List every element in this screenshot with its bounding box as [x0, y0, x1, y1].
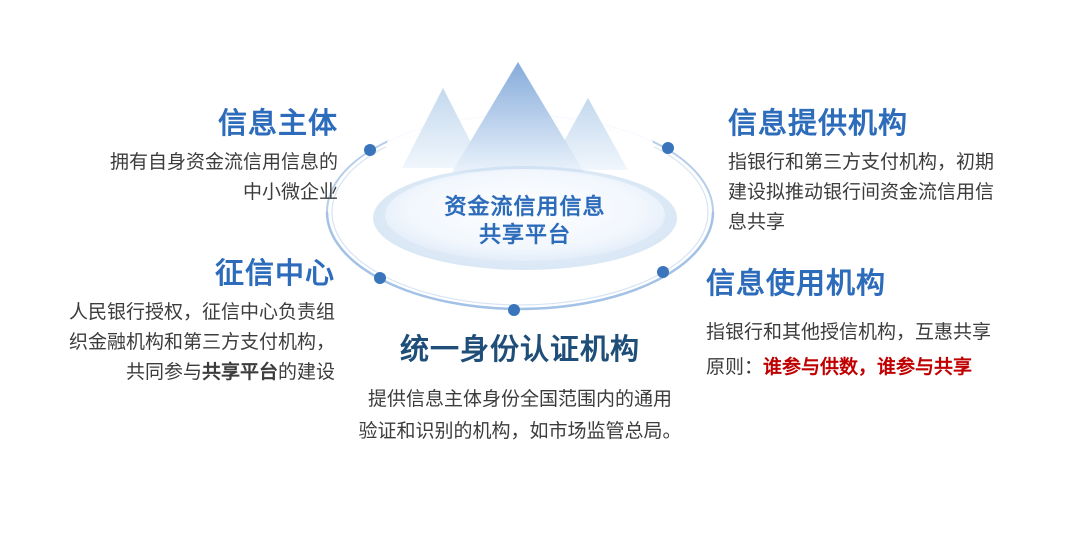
- info-user-line2-prefix: 原则：: [706, 357, 764, 378]
- credit-center-line: 人民银行授权，征信中心负责组: [68, 302, 335, 323]
- info-provider-heading: 信息提供机构: [728, 108, 909, 140]
- orbit-node-dot: [374, 272, 386, 284]
- center-graphic: [325, 62, 715, 316]
- info-user-line2-red: 谁参与供数，谁参与共享: [763, 357, 973, 378]
- platform-title: 资金流信用信息 共享平台: [395, 193, 655, 249]
- credit-center-heading: 征信中心: [214, 258, 335, 290]
- identity-auth-heading: 统一身份认证机构: [399, 334, 640, 366]
- info-user-heading: 信息使用机构: [706, 268, 887, 300]
- info-provider-line: 息共享: [728, 212, 786, 233]
- platform-title-line1: 资金流信用信息: [444, 194, 606, 219]
- section-credit-center: 征信中心 人民银行授权，征信中心负责组 织金融机构和第三方支付机构， 共同参与共…: [30, 258, 335, 388]
- credit-center-line: 织金融机构和第三方支付机构，: [68, 332, 335, 353]
- credit-center-line3-suffix: 的建设: [277, 362, 335, 383]
- mountain-center-icon: [452, 62, 584, 172]
- info-user-line1: 指银行和其他授信机构，互惠共享: [706, 322, 992, 343]
- section-info-user: 信息使用机构 指银行和其他授信机构，互惠共享 原则：谁参与供数，谁参与共享: [706, 268, 1046, 383]
- orbit-node-dot: [662, 142, 674, 154]
- info-provider-line: 指银行和第三方支付机构，初期: [728, 152, 995, 173]
- info-subject-line: 拥有自身资金流信用信息的: [109, 152, 338, 173]
- orbit-node-dot: [364, 144, 376, 156]
- credit-center-line3-prefix: 共同参与: [125, 362, 202, 383]
- orbit-ring-front-arc: [325, 211, 715, 311]
- orbit-node-dot: [657, 266, 669, 278]
- section-info-subject: 信息主体 拥有自身资金流信用信息的 中小微企业: [58, 108, 338, 208]
- orbit-node-dot: [508, 304, 520, 316]
- info-user-line2: 原则：谁参与供数，谁参与共享: [706, 353, 1046, 383]
- credit-center-line3-bold: 共享平台: [201, 362, 278, 383]
- info-subject-heading: 信息主体: [217, 108, 338, 140]
- identity-auth-line: 提供信息主体身份全国范围内的通用: [367, 389, 672, 410]
- info-provider-line: 建设拟推动银行间资金流信用信: [728, 182, 995, 203]
- platform-ellipse: [385, 169, 665, 261]
- section-info-provider: 信息提供机构 指银行和第三方支付机构，初期 建设拟推动银行间资金流信用信 息共享: [728, 108, 1038, 238]
- info-subject-line: 中小微企业: [242, 182, 338, 203]
- section-identity-auth: 统一身份认证机构 提供信息主体身份全国范围内的通用 验证和识别的机构，如市场监管…: [320, 334, 720, 448]
- credit-center-line: 共同参与共享平台的建设: [30, 358, 335, 388]
- identity-auth-line: 验证和识别的机构，如市场监管总局。: [358, 421, 682, 442]
- mountain-left-icon: [402, 88, 484, 168]
- platform-title-line2: 共享平台: [478, 222, 571, 247]
